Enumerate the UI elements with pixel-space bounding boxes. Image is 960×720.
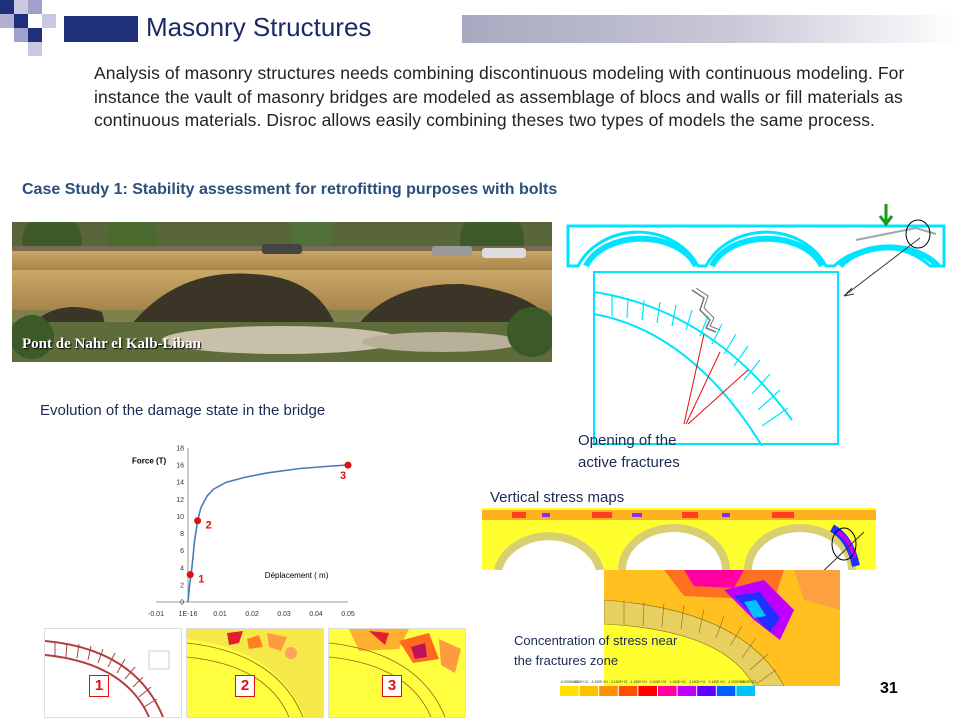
fracture-zoom-mesh (592, 270, 840, 446)
scale-tick-label: 5.000E+01 (740, 680, 757, 684)
decor-square (28, 0, 42, 14)
state-label-box-3: 3 (382, 675, 402, 697)
bridge-mesh-model (556, 200, 960, 272)
scale-swatch (638, 686, 657, 696)
scale-swatch (736, 686, 755, 696)
opening-label-line2: active fractures (578, 454, 680, 471)
bridge-photo (12, 222, 552, 362)
damage-state-2 (186, 628, 324, 718)
scale-swatch (677, 686, 697, 696)
decor-square (14, 28, 28, 42)
chart-marker-label: 1 (198, 574, 204, 586)
scale-swatch (560, 686, 579, 696)
decor-square (0, 0, 14, 14)
decor-square (14, 14, 28, 28)
chart-x-tick-label: 0.02 (245, 611, 259, 618)
chart-y-tick-label: 12 (176, 497, 184, 504)
evolution-label: Evolution of the damage state in the bri… (40, 402, 326, 419)
scale-tick-label: -4.150E+01 (571, 680, 589, 684)
decor-square (0, 14, 14, 28)
chart-marker (186, 571, 194, 579)
damage-state-1 (44, 628, 182, 718)
chart-x-axis-label: Déplacement ( m) (265, 571, 329, 580)
scale-tick-label: 1.150E+01 (669, 680, 686, 684)
chart-marker-label: 3 (340, 470, 346, 482)
slide-title: Masonry Structures (146, 12, 372, 42)
page-number: 31 (880, 680, 898, 697)
scale-swatch (599, 686, 618, 696)
chart-y-tick-label: 14 (176, 480, 184, 487)
scale-tick-label: -3.150E+01 (590, 680, 608, 684)
intro-paragraph: Analysis of masonry structures needs com… (94, 63, 905, 130)
chart-x-tick-label: 0.04 (309, 611, 323, 618)
chart-series-line (187, 464, 349, 603)
chart-y-tick-label: 0 (180, 600, 184, 607)
title-gradient-bar (462, 15, 960, 43)
chart-y-tick-label: 16 (176, 463, 184, 470)
scale-swatch (697, 686, 716, 696)
scale-tick-label: 0.000E+00 (650, 680, 667, 684)
chart-y-tick-label: 4 (180, 565, 184, 572)
chart-x-tick-label: 0.03 (277, 611, 291, 618)
chart-x-tick-label: 0.01 (213, 611, 227, 618)
damage-state-3 (328, 628, 466, 718)
chart-y-tick-label: 6 (180, 548, 184, 555)
fracture-pointer-arrows (672, 330, 752, 428)
chart-marker (344, 461, 352, 469)
scale-tick-label: 4.150E+01 (728, 680, 745, 684)
scale-swatch (658, 686, 677, 696)
decor-square (28, 42, 42, 56)
decor-square (42, 14, 56, 28)
opening-fractures-label: Opening of the active fractures (578, 430, 680, 474)
stress-color-scale: -5.000E+00-4.150E+01-3.150E+01-2.150E+01… (560, 676, 756, 698)
scale-swatch (716, 686, 736, 696)
scale-tick-label: 3.150E+01 (709, 680, 726, 684)
scale-tick-label: 2.150E+01 (689, 680, 706, 684)
chart-y-tick-label: 10 (176, 514, 184, 521)
state-label-box-2: 2 (235, 675, 255, 697)
title-accent-bar (64, 16, 138, 42)
chart-x-tick-label: -0.01 (148, 611, 164, 618)
chart-y-tick-label: 18 (176, 446, 184, 453)
callout-arrow (836, 236, 926, 300)
scale-swatch (579, 686, 599, 696)
chart-marker-label: 2 (206, 520, 212, 532)
scale-swatch (618, 686, 638, 696)
concentration-label-line1: Concentration of stress near (514, 633, 678, 648)
stress-zoom-map (604, 570, 840, 686)
chart-x-tick-label: 0.05 (341, 611, 355, 618)
state-label-box-1: 1 (89, 675, 109, 697)
chart-y-tick-label: 2 (180, 582, 184, 589)
scale-tick-label: -5.000E+00 (560, 680, 578, 684)
vertical-stress-map (482, 508, 876, 570)
chart-y-tick-label: 8 (180, 531, 184, 538)
concentration-label: Concentration of stress near the fractur… (514, 631, 677, 671)
photo-caption: Pont de Nahr el Kalb-Liban (22, 336, 201, 352)
opening-label-line1: Opening of the (578, 432, 677, 449)
vertical-stress-label: Vertical stress maps (490, 489, 625, 506)
decor-square (28, 28, 42, 42)
chart-y-axis-label: Force (T) (132, 456, 167, 465)
chart-x-tick-label: 1E-16 (179, 611, 198, 618)
scale-tick-label: -1.150E+01 (630, 680, 648, 684)
case-study-title: Case Study 1: Stability assessment for r… (22, 181, 558, 198)
scale-tick-label: -2.150E+01 (610, 680, 628, 684)
chart-marker (194, 517, 202, 525)
concentration-label-line2: the fractures zone (514, 653, 619, 668)
decor-square (14, 0, 28, 14)
